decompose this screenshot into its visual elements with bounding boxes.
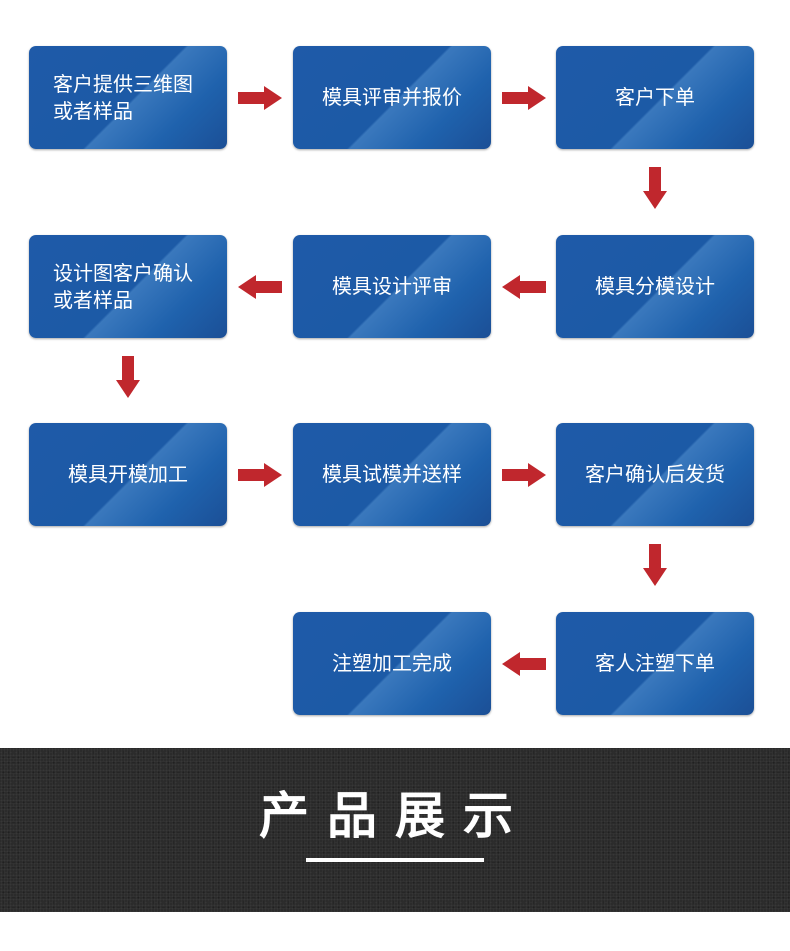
step-design-confirm: 设计图客户确认 或者样品	[29, 235, 227, 338]
step-label: 客户下单	[615, 85, 695, 109]
arrow-right-icon	[502, 463, 546, 487]
step-mold-making: 模具开模加工	[29, 423, 227, 526]
step-label: 客户确认后发货	[585, 462, 725, 486]
step-label: 模具评审并报价	[322, 85, 462, 109]
step-injection-order: 客人注塑下单	[556, 612, 754, 715]
arrow-down-icon	[643, 544, 667, 586]
section-title: 产品展示	[259, 787, 531, 845]
arrow-left-icon	[502, 652, 546, 676]
step-confirm-ship: 客户确认后发货	[556, 423, 754, 526]
step-label: 模具试模并送样	[322, 462, 462, 486]
step-label: 模具设计评审	[332, 274, 452, 298]
title-underline	[306, 858, 484, 862]
step-provide-drawing: 客户提供三维图 或者样品	[29, 46, 227, 149]
step-label: 注塑加工完成	[332, 651, 452, 675]
arrow-right-icon	[238, 463, 282, 487]
arrow-left-icon	[502, 275, 546, 299]
step-label: 模具分模设计	[595, 274, 715, 298]
step-label: 设计图客户确认 或者样品	[53, 260, 193, 312]
arrow-down-icon	[643, 167, 667, 209]
arrow-left-icon	[238, 275, 282, 299]
step-label: 客户提供三维图 或者样品	[53, 71, 193, 123]
step-review-quote: 模具评审并报价	[293, 46, 491, 149]
step-label: 客人注塑下单	[595, 651, 715, 675]
step-mold-split-design: 模具分模设计	[556, 235, 754, 338]
arrow-right-icon	[238, 86, 282, 110]
step-trial-sample: 模具试模并送样	[293, 423, 491, 526]
step-design-review: 模具设计评审	[293, 235, 491, 338]
arrow-down-icon	[116, 356, 140, 398]
process-flowchart: 客户提供三维图 或者样品 模具评审并报价 客户下单 设计图客户确认 或者样品 模…	[29, 46, 754, 715]
step-injection-complete: 注塑加工完成	[293, 612, 491, 715]
arrow-right-icon	[502, 86, 546, 110]
section-banner	[0, 748, 790, 912]
step-customer-order: 客户下单	[556, 46, 754, 149]
step-label: 模具开模加工	[68, 462, 188, 486]
